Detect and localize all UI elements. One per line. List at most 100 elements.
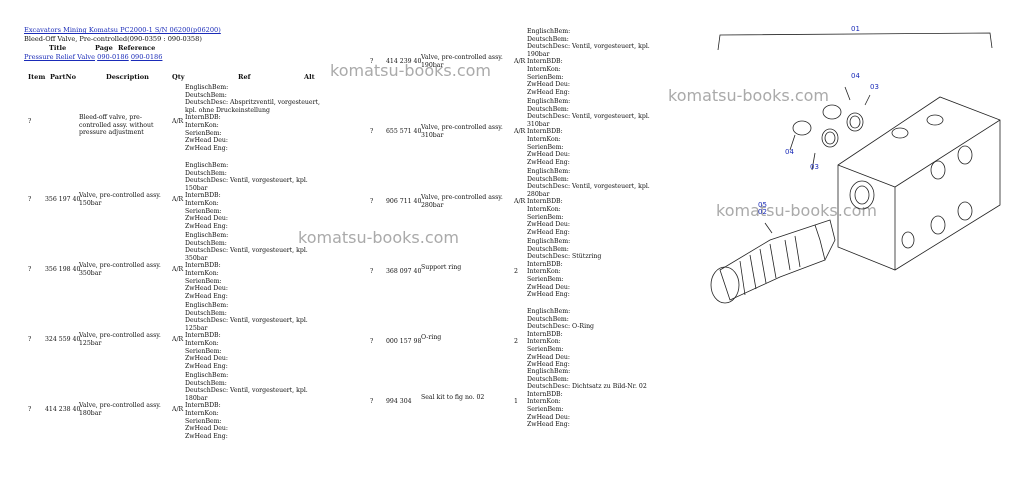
ref-line: ZwHead Deu: <box>527 413 570 421</box>
ref-line: InternKon: <box>527 65 561 73</box>
th-item: Item <box>28 73 46 81</box>
ref-line: ZwHead Deu: <box>185 425 228 433</box>
ref-line: DeutschBem: <box>527 175 569 183</box>
ref-line: SerienBem: <box>185 417 222 425</box>
part-qty: A/R <box>172 336 184 343</box>
ref-line: ZwHead Eng: <box>527 228 570 236</box>
part-number: 000 157 98 <box>386 338 422 345</box>
part-description: Valve, pre-controlled assy. 125bar <box>79 332 161 347</box>
callout-04: 04 <box>851 72 860 80</box>
ref-line: DeutschBem: <box>527 105 569 113</box>
part-number: 414 238 40 <box>45 406 81 413</box>
part-item: ? <box>28 406 32 413</box>
ref-line: SerienBem: <box>527 73 564 81</box>
part-qty: A/R <box>172 266 184 273</box>
part-item: ? <box>370 338 374 345</box>
ref-line: DeutschBem: <box>185 239 227 247</box>
ref-line: ZwHead Eng: <box>527 158 570 166</box>
ref-line: SerienBem: <box>527 345 564 353</box>
ref-line: EnglischBem: <box>185 302 229 309</box>
callout-01: 01 <box>851 25 860 33</box>
ref-line: DeutschBem: <box>185 309 227 317</box>
part-item: ? <box>370 398 374 405</box>
reference-page-link[interactable]: 090-0186 <box>97 53 129 61</box>
ref-line: SerienBem: <box>527 213 564 221</box>
part-description: Seal kit to fig no. 02 <box>421 394 485 401</box>
ref-line: InternKon: <box>527 398 561 406</box>
ref-line: ZwHead Deu: <box>185 285 228 293</box>
part-qty: 1 <box>514 398 518 405</box>
reference-title-link[interactable]: Pressure Relief Valve <box>24 53 96 61</box>
ref-line: DeutschBem: <box>185 379 227 387</box>
ref-line: SerienBem: <box>185 277 222 285</box>
ref-line: InternKon: <box>185 339 219 347</box>
part-number: 368 097 40 <box>386 268 422 275</box>
ref-line: EnglischBem: <box>185 372 229 379</box>
ref-line: InternBDB: <box>185 192 221 200</box>
ref-line: DeutschBem: <box>527 375 569 383</box>
ref-line: DeutschDesc: Ventil, vorgesteuert, kpl. … <box>527 183 650 198</box>
callout-05: 05 <box>758 201 767 209</box>
exploded-view-drawing <box>710 32 1001 304</box>
ref-line: ZwHead Deu: <box>185 215 228 223</box>
part-qty: A/R <box>514 58 526 65</box>
part-description: Valve, pre-controlled assy. 190bar <box>421 54 503 69</box>
part-ref-block: EnglischBem:DeutschBem:DeutschDesc: Vent… <box>185 372 320 440</box>
part-number: 414 239 40 <box>386 58 422 65</box>
part-ref-block: EnglischBem:DeutschBem:DeutschDesc: Vent… <box>185 232 320 300</box>
ref-line: DeutschDesc: Ventil, vorgesteuert, kpl. … <box>185 177 308 192</box>
part-item: ? <box>370 58 374 65</box>
ref-line: DeutschDesc: Stützring <box>527 253 602 261</box>
breadcrumb-link[interactable]: Excavators Mining Komatsu PC2000-1 S/N 0… <box>24 26 221 34</box>
ref-line: EnglischBem: <box>527 238 571 245</box>
ref-line: SerienBem: <box>527 143 564 151</box>
ref-line: DeutschBem: <box>527 35 569 43</box>
part-description: Valve, pre-controlled assy. 310bar <box>421 124 503 139</box>
part-item: ? <box>370 128 374 135</box>
part-description: Valve, pre-controlled assy. 180bar <box>79 402 161 417</box>
reference-ref-link[interactable]: 090-0186 <box>130 53 163 61</box>
part-description: Valve, pre-controlled assy. 280bar <box>421 194 503 209</box>
ref-line: InternBDB: <box>527 390 563 398</box>
ref-line: ZwHead Eng: <box>185 432 228 440</box>
part-number: 994 304 <box>386 398 412 405</box>
ref-line: ZwHead Deu: <box>527 353 570 361</box>
part-number: 906 711 40 <box>386 198 422 205</box>
callout-03: 03 <box>870 83 879 91</box>
callout-03: 03 <box>810 163 819 171</box>
part-item: ? <box>28 336 32 343</box>
part-description: Valve, pre-controlled assy. 350bar <box>79 262 161 277</box>
ref-line: InternBDB: <box>527 198 563 206</box>
part-qty: 2 <box>514 338 518 345</box>
part-item: ? <box>28 266 32 273</box>
ref-line: DeutschDesc: Abspritzventil, vorgesteuer… <box>185 99 320 114</box>
part-description: Valve, pre-controlled assy. 150bar <box>79 192 161 207</box>
document-header: Excavators Mining Komatsu PC2000-1 S/N 0… <box>24 26 221 62</box>
ref-line: InternKon: <box>527 205 561 213</box>
part-number: 356 198 40 <box>45 266 81 273</box>
part-item: ? <box>370 198 374 205</box>
part-qty: A/R <box>172 406 184 413</box>
ref-line: ZwHead Eng: <box>185 144 228 152</box>
part-qty: 2 <box>514 268 518 275</box>
part-number: 324 559 40 <box>45 336 81 343</box>
ref-line: InternKon: <box>527 338 561 346</box>
ref-line: InternBDB: <box>527 128 563 136</box>
ref-line: ZwHead Deu: <box>527 151 570 159</box>
ref-line: InternKon: <box>527 268 561 276</box>
th-ref: Ref <box>238 73 251 81</box>
ref-line: ZwHead Eng: <box>527 361 570 369</box>
th-partno: PartNo <box>50 73 76 81</box>
part-item: ? <box>370 268 374 275</box>
ref-line: ZwHead Deu: <box>527 221 570 229</box>
page-subtitle: Bleed-Off Valve, Pre-controlled(090-0359… <box>24 35 202 43</box>
ref-line: InternKon: <box>185 199 219 207</box>
part-ref-block: EnglischBem:DeutschBem:DeutschDesc: Absp… <box>185 84 320 152</box>
part-description: Bleed-off valve, pre-controlled assy. wi… <box>79 114 154 137</box>
th-alt: Alt <box>304 73 315 81</box>
ref-line: InternBDB: <box>527 260 563 268</box>
watermark: komatsu-books.com <box>298 228 459 247</box>
ref-line: DeutschDesc: Ventil, vorgesteuert, kpl. … <box>185 317 308 332</box>
ref-line: SerienBem: <box>185 207 222 215</box>
ref-line: ZwHead Eng: <box>527 421 570 429</box>
